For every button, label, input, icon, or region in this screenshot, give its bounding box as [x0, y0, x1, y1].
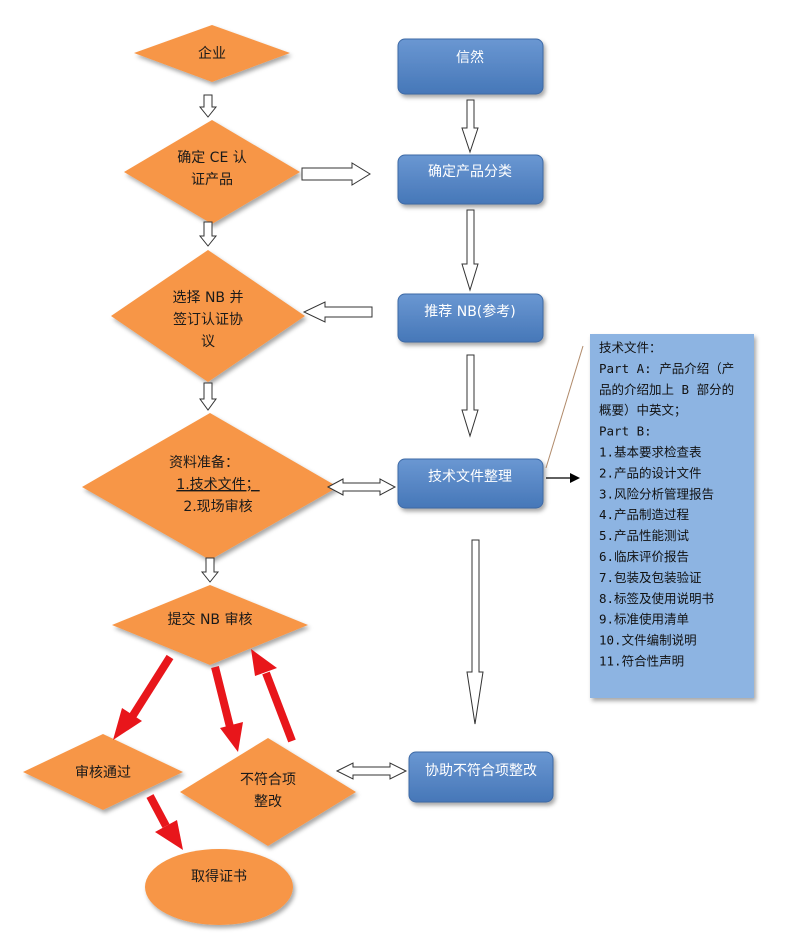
arrow-confirm-to-select — [198, 221, 218, 247]
prepare-item-2: 2.现场审核 — [183, 499, 252, 515]
note-line: 概要）中英文； — [599, 403, 687, 418]
confirm-product-label-1: 确定 CE 认 — [177, 150, 247, 166]
nonconform-label-2: 整改 — [254, 794, 282, 810]
note-line: 8.标签及使用说明书 — [599, 591, 714, 606]
submit-nb-label: 提交 NB 审核 — [168, 611, 253, 628]
enterprise-label: 企业 — [198, 45, 226, 62]
note-line: 10.文件编制说明 — [599, 633, 697, 648]
note-callout-line — [545, 345, 584, 469]
confirm-product-label-2: 证产品 — [191, 172, 233, 188]
confirm-product-diamond — [124, 120, 300, 224]
red-arrow-nonconform-to-submit-head — [251, 649, 277, 676]
prepare-diamond — [82, 413, 338, 560]
note-line: 技术文件： — [599, 340, 662, 355]
arrow-xinran-to-classify — [461, 99, 479, 154]
techfile-box — [397, 458, 544, 509]
select-nb-label-2: 签订认证协 — [173, 311, 243, 328]
nonconform-label-1: 不符合项 — [240, 772, 296, 788]
note-line: Part B: — [599, 424, 652, 439]
xinran-box — [397, 38, 544, 95]
note-line: 品的介绍加上 B 部分的 — [599, 382, 734, 397]
submit-nb-diamond — [112, 585, 308, 665]
techfile-label: 技术文件整理 — [428, 469, 512, 485]
note-line: Part A: 产品介绍（产 — [599, 361, 734, 376]
note-line: 1.基本要求检查表 — [599, 445, 702, 460]
assist-box — [408, 751, 554, 803]
note-line: 9.标准使用清单 — [599, 612, 689, 627]
red-arrow-submit-to-pass-head — [113, 708, 142, 740]
red-arrow-pass-to-certificate-head — [155, 820, 183, 850]
arrow-classify-to-recommend — [461, 209, 479, 292]
arrow-recommend-to-select — [302, 301, 373, 323]
recommend-box — [397, 293, 544, 343]
prepare-item-1: 1.技术文件； — [176, 477, 259, 493]
red-arrow-nonconform-to-submit — [262, 671, 296, 743]
note-line: 11.符合性声明 — [599, 654, 684, 669]
note-line: 5.产品性能测试 — [599, 528, 690, 543]
red-arrow-submit-to-nonconform — [211, 666, 234, 728]
note-line: 4.产品制造过程 — [599, 507, 690, 522]
arrow-techfile-to-assist — [466, 539, 484, 725]
select-nb-label-3: 议 — [201, 334, 215, 350]
tech-doc-note — [590, 334, 754, 698]
nonconform-diamond — [180, 738, 356, 846]
pass-diamond — [23, 734, 183, 810]
select-nb-label-1: 选择 NB 并 — [173, 290, 244, 306]
note-line: 6.临床评价报告 — [599, 549, 689, 564]
xinran-label: 信然 — [456, 49, 484, 66]
note-line: 2.产品的设计文件 — [599, 465, 702, 480]
arrow-techfile-to-note-head — [570, 473, 580, 483]
certificate-label: 取得证书 — [191, 868, 247, 885]
red-arrow-submit-to-pass — [128, 654, 174, 720]
arrow-prepare-techfile-double — [326, 478, 397, 496]
prepare-title: 资料准备： — [169, 454, 239, 471]
pass-label: 审核通过 — [75, 765, 131, 781]
classify-label: 确定产品分类 — [428, 164, 512, 180]
arrow-select-to-prepare — [199, 382, 217, 411]
certificate-ellipse — [145, 849, 293, 925]
note-line: 7.包装及包装验证 — [599, 570, 702, 585]
classify-box — [397, 154, 544, 205]
arrow-recommend-to-techfile — [461, 354, 479, 438]
recommend-label: 推荐 NB(参考) — [424, 303, 515, 320]
red-arrow-submit-to-nonconform-head — [220, 722, 243, 752]
note-line: 3.风险分析管理报告 — [599, 486, 714, 501]
red-arrow-pass-to-certificate — [146, 794, 170, 828]
select-nb-diamond — [111, 250, 305, 382]
arrow-nonconform-assist-double — [335, 762, 408, 780]
enterprise-diamond — [134, 25, 290, 82]
assist-label: 协助不符合项整改 — [425, 763, 537, 779]
arrow-enterprise-to-confirm — [198, 94, 218, 118]
arrow-prepare-to-submit — [200, 557, 220, 583]
arrow-confirm-to-classify — [301, 162, 371, 186]
